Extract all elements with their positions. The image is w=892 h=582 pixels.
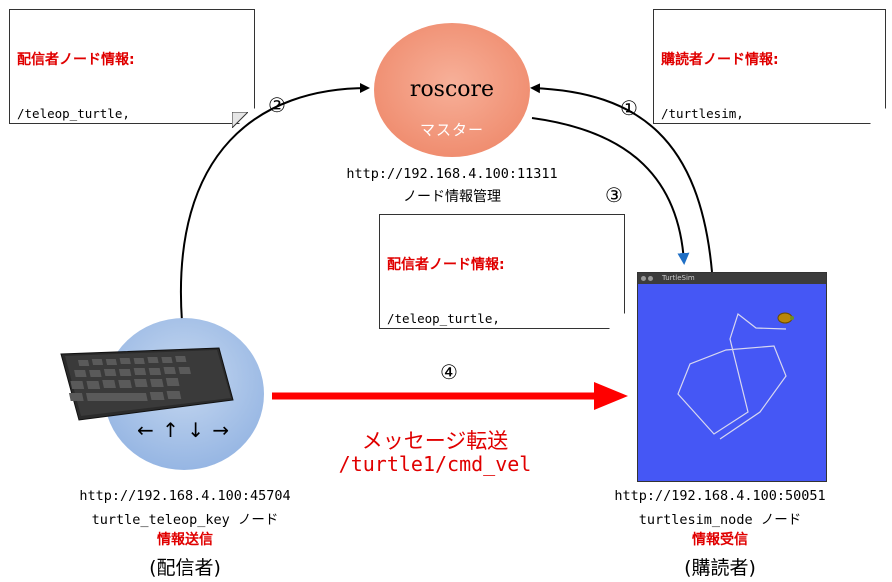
step-4-label: ④: [440, 360, 458, 384]
turtlesim-title: TurtleSim: [662, 274, 695, 282]
message-label: メッセージ転送: [361, 429, 509, 453]
publisher-url: http://192.168.4.100:45704: [79, 488, 291, 504]
master-subtitle: マスター: [419, 121, 484, 139]
subscriber-note-colon: :: [773, 52, 779, 68]
master-url: http://192.168.4.100:11311: [346, 166, 558, 182]
step-3-label: ③: [605, 183, 623, 207]
relay-note-colon: :: [499, 257, 505, 273]
arrow-step-3: [531, 117, 690, 265]
publisher-note-header: 配信者ノード情報: [17, 52, 129, 68]
publisher-note-line: /teleop_turtle,: [17, 106, 130, 121]
arrow-step-2: [179, 83, 370, 323]
keyboard-icon: [60, 347, 234, 421]
message-arrow-head: [594, 382, 628, 410]
publisher-role: (配信者): [149, 557, 221, 579]
step-2-label: ②: [268, 93, 286, 117]
relay-note-header: 配信者ノード情報: [387, 257, 499, 273]
master-role: ノード情報管理: [403, 189, 501, 205]
arrow-keys-label: ← ↑ ↓ →: [137, 418, 231, 442]
subscriber-action: 情報受信: [692, 532, 748, 548]
subscriber-url: http://192.168.4.100:50051: [614, 488, 826, 504]
relay-note-line: /teleop_turtle,: [387, 311, 500, 326]
publisher-action: 情報送信: [157, 532, 213, 548]
turtlesim-window: TurtleSim: [637, 272, 827, 482]
subscriber-role: (購読者): [684, 557, 756, 579]
step-1-label: ①: [620, 96, 638, 120]
relay-info-note: 配信者ノード情報: /teleop_turtle, /turtle1/cmd_v…: [379, 214, 625, 329]
note-fold-icon: [232, 112, 248, 128]
master-name: roscore: [409, 77, 495, 102]
close-icon: [641, 276, 646, 281]
roscore-master-circle: [374, 23, 530, 157]
turtle-path: [677, 312, 787, 440]
subscriber-note-line: /turtlesim,: [661, 106, 744, 121]
message-topic: /turtle1/cmd_vel: [338, 452, 532, 476]
arrow-step-1: [530, 83, 713, 273]
subscriber-info-note: 購読者ノード情報: /turtlesim, /turtle1/cmd_vel, …: [653, 9, 886, 124]
publisher-note-colon: :: [129, 52, 135, 68]
subscriber-node-name: turtlesim_node ノード: [638, 512, 802, 528]
turtle-icon: [777, 312, 794, 324]
subscriber-note-header: 購読者ノード情報: [661, 52, 773, 68]
publisher-node-name: turtle_teleop_key ノード: [91, 512, 279, 528]
minimize-icon: [648, 276, 653, 281]
publisher-info-note: 配信者ノード情報: /teleop_turtle, /turtle1/cmd_v…: [9, 9, 255, 124]
turtlesim-titlebar: TurtleSim: [638, 273, 826, 284]
